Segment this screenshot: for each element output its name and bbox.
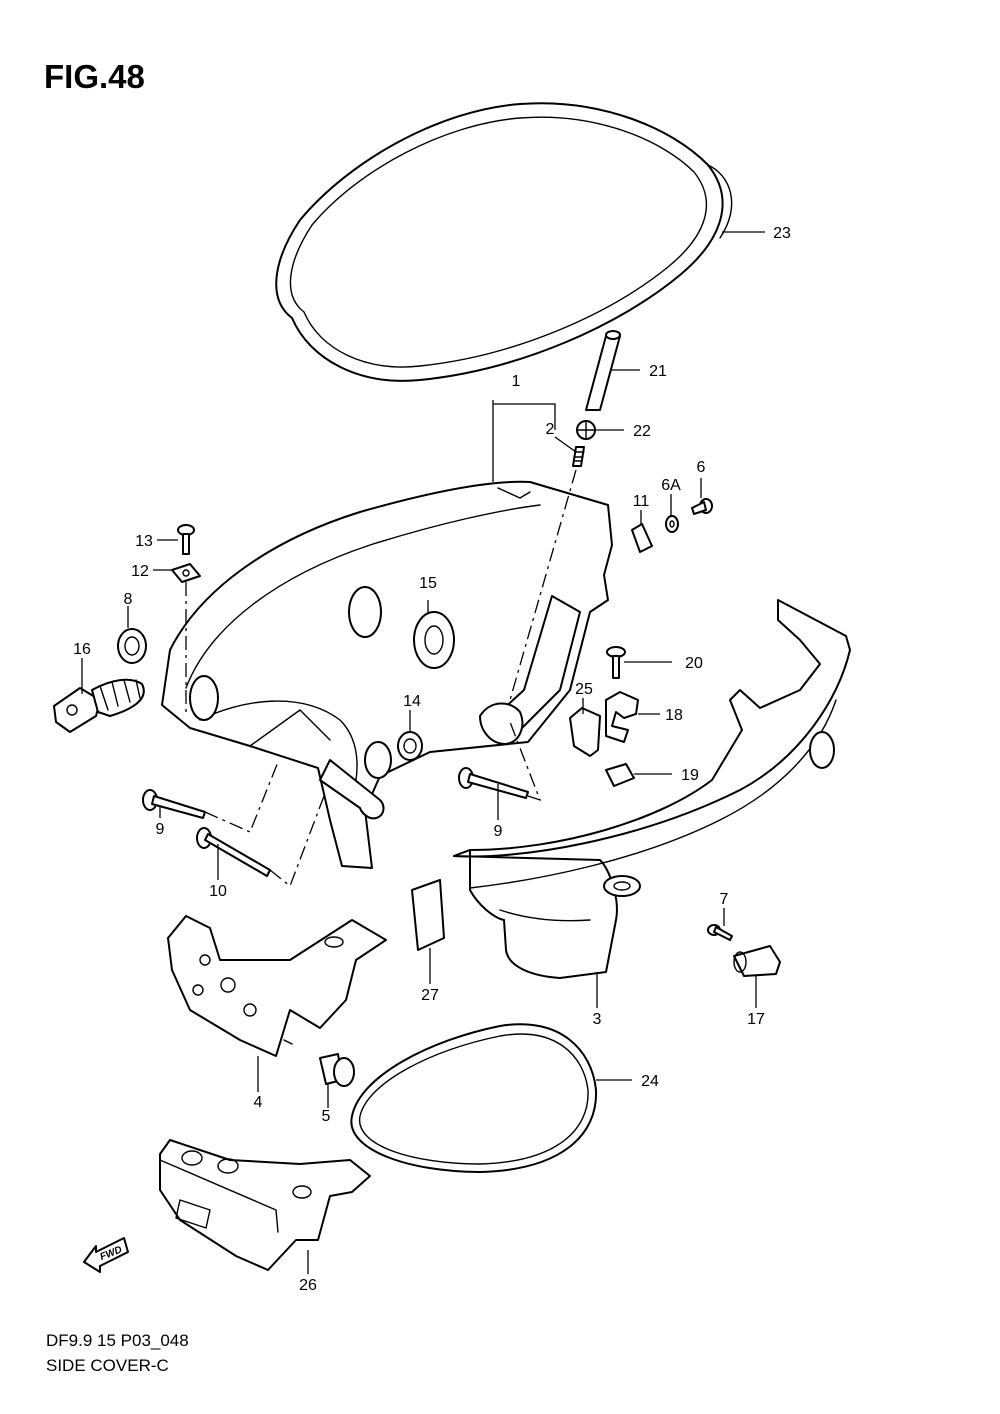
callout-23[interactable]: 23 xyxy=(773,225,791,242)
callout-26[interactable]: 26 xyxy=(299,1277,317,1294)
part-4-bracket[interactable] xyxy=(167,915,387,1057)
part-22-clip[interactable] xyxy=(576,420,596,440)
part-6-screw[interactable] xyxy=(691,498,713,515)
callout-13[interactable]: 13 xyxy=(135,533,153,550)
figure-name: SIDE COVER-C xyxy=(46,1356,169,1375)
callout-19[interactable]: 19 xyxy=(681,767,699,784)
callout-12[interactable]: 12 xyxy=(131,563,149,580)
callout-20[interactable]: 20 xyxy=(685,655,703,672)
part-9-bolt-right[interactable] xyxy=(458,767,529,799)
part-2-stud[interactable] xyxy=(572,446,585,467)
callout-10[interactable]: 10 xyxy=(209,883,227,900)
part-26-bracket[interactable] xyxy=(159,1139,371,1271)
callout-7[interactable]: 7 xyxy=(720,891,729,908)
part-5-grommet[interactable] xyxy=(319,1053,355,1087)
callout-18[interactable]: 18 xyxy=(665,707,683,724)
callout-6a[interactable]: 6A xyxy=(661,477,681,494)
figure-title: FIG.48 xyxy=(44,58,145,95)
callout-21[interactable]: 21 xyxy=(649,363,667,380)
callout-9-left[interactable]: 9 xyxy=(156,821,165,838)
callout-25[interactable]: 25 xyxy=(575,681,593,698)
callout-17[interactable]: 17 xyxy=(747,1011,765,1028)
callout-1[interactable]: 1 xyxy=(512,373,521,390)
part-21-pipe[interactable] xyxy=(585,330,621,411)
part-18-clamp[interactable] xyxy=(605,691,639,743)
part-19-nut[interactable] xyxy=(605,763,635,787)
part-10-bolt[interactable] xyxy=(196,827,271,877)
part-16-damper[interactable] xyxy=(53,678,145,733)
part-12-nut-clip[interactable] xyxy=(171,563,201,583)
callout-4[interactable]: 4 xyxy=(254,1094,263,1111)
callout-5[interactable]: 5 xyxy=(322,1108,331,1125)
figure-code: DF9.9 15 P03_048 xyxy=(46,1331,189,1350)
part-14-grommet[interactable] xyxy=(397,731,423,761)
callout-9-right[interactable]: 9 xyxy=(494,823,503,840)
part-17-knob[interactable] xyxy=(733,945,781,977)
callout-24[interactable]: 24 xyxy=(641,1073,659,1090)
callout-16[interactable]: 16 xyxy=(73,641,91,658)
callout-labels: 1 2 3 4 5 6 6A 7 8 9 9 10 11 12 13 14 15… xyxy=(73,225,791,1294)
part-23-seal-ring[interactable] xyxy=(275,102,733,382)
part-13-screw[interactable] xyxy=(177,524,195,555)
callout-11[interactable]: 11 xyxy=(633,493,650,510)
leader-lines xyxy=(81,231,765,1274)
callout-27[interactable]: 27 xyxy=(421,987,439,1004)
part-8-grommet[interactable] xyxy=(117,628,147,664)
part-15-grommet[interactable] xyxy=(413,611,455,669)
part-20-screw[interactable] xyxy=(606,646,626,679)
callout-3[interactable]: 3 xyxy=(593,1011,602,1028)
callout-22[interactable]: 22 xyxy=(633,423,651,440)
part-6a-washer[interactable] xyxy=(665,515,679,533)
part-25-bracket[interactable] xyxy=(569,707,601,757)
callout-6[interactable]: 6 xyxy=(697,459,706,476)
part-7-screw[interactable] xyxy=(707,924,733,941)
part-3-side-cover-starboard[interactable] xyxy=(453,599,851,979)
fwd-arrow-icon: FWD xyxy=(83,1237,129,1273)
assembly-lines xyxy=(185,469,577,888)
callout-2[interactable]: 2 xyxy=(546,421,555,438)
part-11-nut[interactable] xyxy=(631,523,653,553)
callout-8[interactable]: 8 xyxy=(124,591,133,608)
part-9-bolt-left[interactable] xyxy=(142,789,206,819)
callout-15[interactable]: 15 xyxy=(419,575,437,592)
part-1-side-cover-port[interactable] xyxy=(161,480,613,869)
part-24-seal-ring[interactable] xyxy=(350,1023,598,1173)
part-27-pad[interactable] xyxy=(411,879,445,951)
callout-14[interactable]: 14 xyxy=(403,693,421,710)
